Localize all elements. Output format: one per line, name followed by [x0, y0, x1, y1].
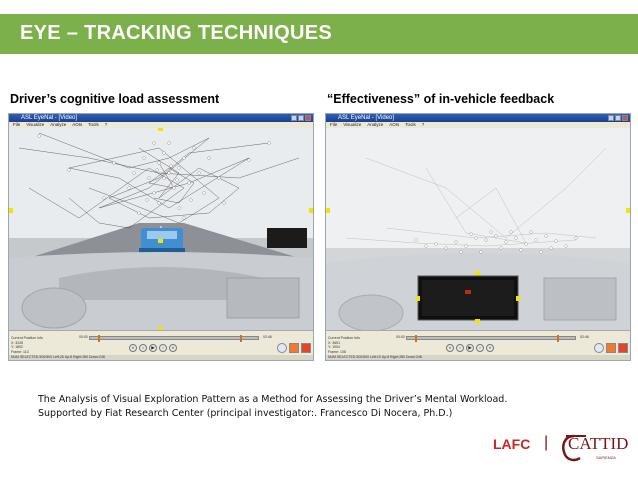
maximize-icon[interactable] — [298, 115, 304, 121]
window-title: ASL EyeNal - [Video] — [21, 115, 78, 121]
menu-tools[interactable]: Tools — [88, 122, 99, 127]
play-icon[interactable]: ▶ — [149, 344, 157, 352]
step-back-icon[interactable]: ‹ — [139, 344, 147, 352]
tool-buttons — [594, 343, 628, 353]
timeline-start-label: 00:00 — [396, 335, 405, 339]
rewind-icon[interactable]: « — [446, 344, 454, 352]
caption-line-1: The Analysis of Visual Exploration Patte… — [38, 394, 508, 405]
driving-scene — [9, 128, 313, 330]
orange-tool-button[interactable] — [606, 343, 616, 353]
tool-buttons — [277, 343, 311, 353]
step-forward-icon[interactable]: › — [159, 344, 167, 352]
cattid-subtitle: SAPIENZA — [596, 455, 616, 460]
orange-tool-button[interactable] — [289, 343, 299, 353]
zoom-icon[interactable] — [594, 343, 604, 353]
fixation-points — [37, 134, 271, 220]
lafc-logo: LAFC — [493, 436, 531, 452]
menu-aois[interactable]: AOIs — [72, 122, 83, 127]
logo-separator: | — [544, 434, 549, 451]
menu-bar: File Visualize Analyze AOIs Tools ? — [9, 122, 313, 128]
menu-visualize[interactable]: Visualize — [26, 122, 45, 127]
step-forward-icon[interactable]: › — [476, 344, 484, 352]
mirror — [267, 228, 307, 248]
timeline-end-marker[interactable] — [557, 335, 559, 342]
timeline-end-marker[interactable] — [240, 335, 242, 342]
menu-visualize[interactable]: Visualize — [343, 122, 362, 127]
fast-forward-icon[interactable]: » — [486, 344, 494, 352]
slide-title: EYE – TRACKING TECHNIQUES — [20, 22, 332, 44]
maximize-icon[interactable] — [615, 115, 621, 121]
fast-forward-icon[interactable]: » — [169, 344, 177, 352]
playback-controls: « ‹ ▶ › » — [446, 344, 494, 352]
timeline-start-marker[interactable] — [98, 335, 100, 342]
title-bar: EYE – TRACKING TECHNIQUES — [0, 14, 638, 54]
step-back-icon[interactable]: ‹ — [456, 344, 464, 352]
menu-bar: File Visualize Analyze AOIs Tools ? — [326, 122, 630, 128]
cockpit-scene — [326, 128, 630, 330]
position-info: Current Position Info X: 3651 Y: 1904 Fr… — [328, 336, 360, 354]
menu-tools[interactable]: Tools — [405, 122, 416, 127]
cattid-logo: CATTID SAPIENZA — [560, 432, 628, 466]
menu-help[interactable]: ? — [421, 122, 425, 127]
rewind-icon[interactable]: « — [129, 344, 137, 352]
close-icon[interactable] — [622, 115, 628, 121]
menu-analyze[interactable]: Analyze — [50, 122, 67, 127]
timeline-start-marker[interactable] — [415, 335, 417, 342]
timeline-end-label: 02:46 — [580, 335, 589, 339]
caption-line-2: Supported by Fiat Research Center (princ… — [38, 408, 453, 419]
play-icon[interactable]: ▶ — [466, 344, 474, 352]
timeline-end-label: 02:46 — [263, 335, 272, 339]
bottom-status: NUM SELECTED 500/500 Left:26 Up:8 Right:… — [9, 355, 313, 360]
timeline-start-label: 00:00 — [79, 335, 88, 339]
left-heading: Driver’s cognitive load assessment — [10, 92, 220, 106]
menu-file[interactable]: File — [13, 122, 21, 127]
close-icon[interactable] — [305, 115, 311, 121]
timeline-slider[interactable] — [89, 335, 259, 342]
menu-file[interactable]: File — [330, 122, 338, 127]
right-heading: “Effectiveness” of in-vehicle feedback — [327, 92, 555, 106]
right-eye-tracking-screenshot: ASL EyeNal - [Video] File Visualize Anal… — [325, 113, 631, 361]
window-titlebar: ASL EyeNal - [Video] — [326, 114, 630, 122]
position-info: Current Position Info X: 3245 Y: 1892 Fr… — [11, 336, 43, 354]
timeline-slider[interactable] — [406, 335, 576, 342]
playback-controls: « ‹ ▶ › » — [129, 344, 177, 352]
window-title: ASL EyeNal - [Video] — [338, 115, 395, 121]
video-viewport[interactable] — [9, 128, 313, 330]
zoom-icon[interactable] — [277, 343, 287, 353]
cattid-emblem-icon — [562, 434, 586, 462]
minimize-icon[interactable] — [291, 115, 297, 121]
bottom-status: NUM SELECTED 500/500 Left:19 Up:8 Right:… — [326, 355, 630, 360]
red-tool-button[interactable] — [301, 343, 311, 353]
menu-help[interactable]: ? — [104, 122, 108, 127]
menu-analyze[interactable]: Analyze — [367, 122, 384, 127]
fixation-points — [414, 230, 578, 254]
minimize-icon[interactable] — [608, 115, 614, 121]
window-titlebar: ASL EyeNal - [Video] — [9, 114, 313, 122]
red-tool-button[interactable] — [618, 343, 628, 353]
menu-aois[interactable]: AOIs — [389, 122, 400, 127]
left-eye-tracking-screenshot: ASL EyeNal - [Video] File Visualize Anal… — [8, 113, 314, 361]
video-viewport[interactable] — [326, 128, 630, 330]
cattid-wordmark: CATTID — [568, 434, 629, 453]
